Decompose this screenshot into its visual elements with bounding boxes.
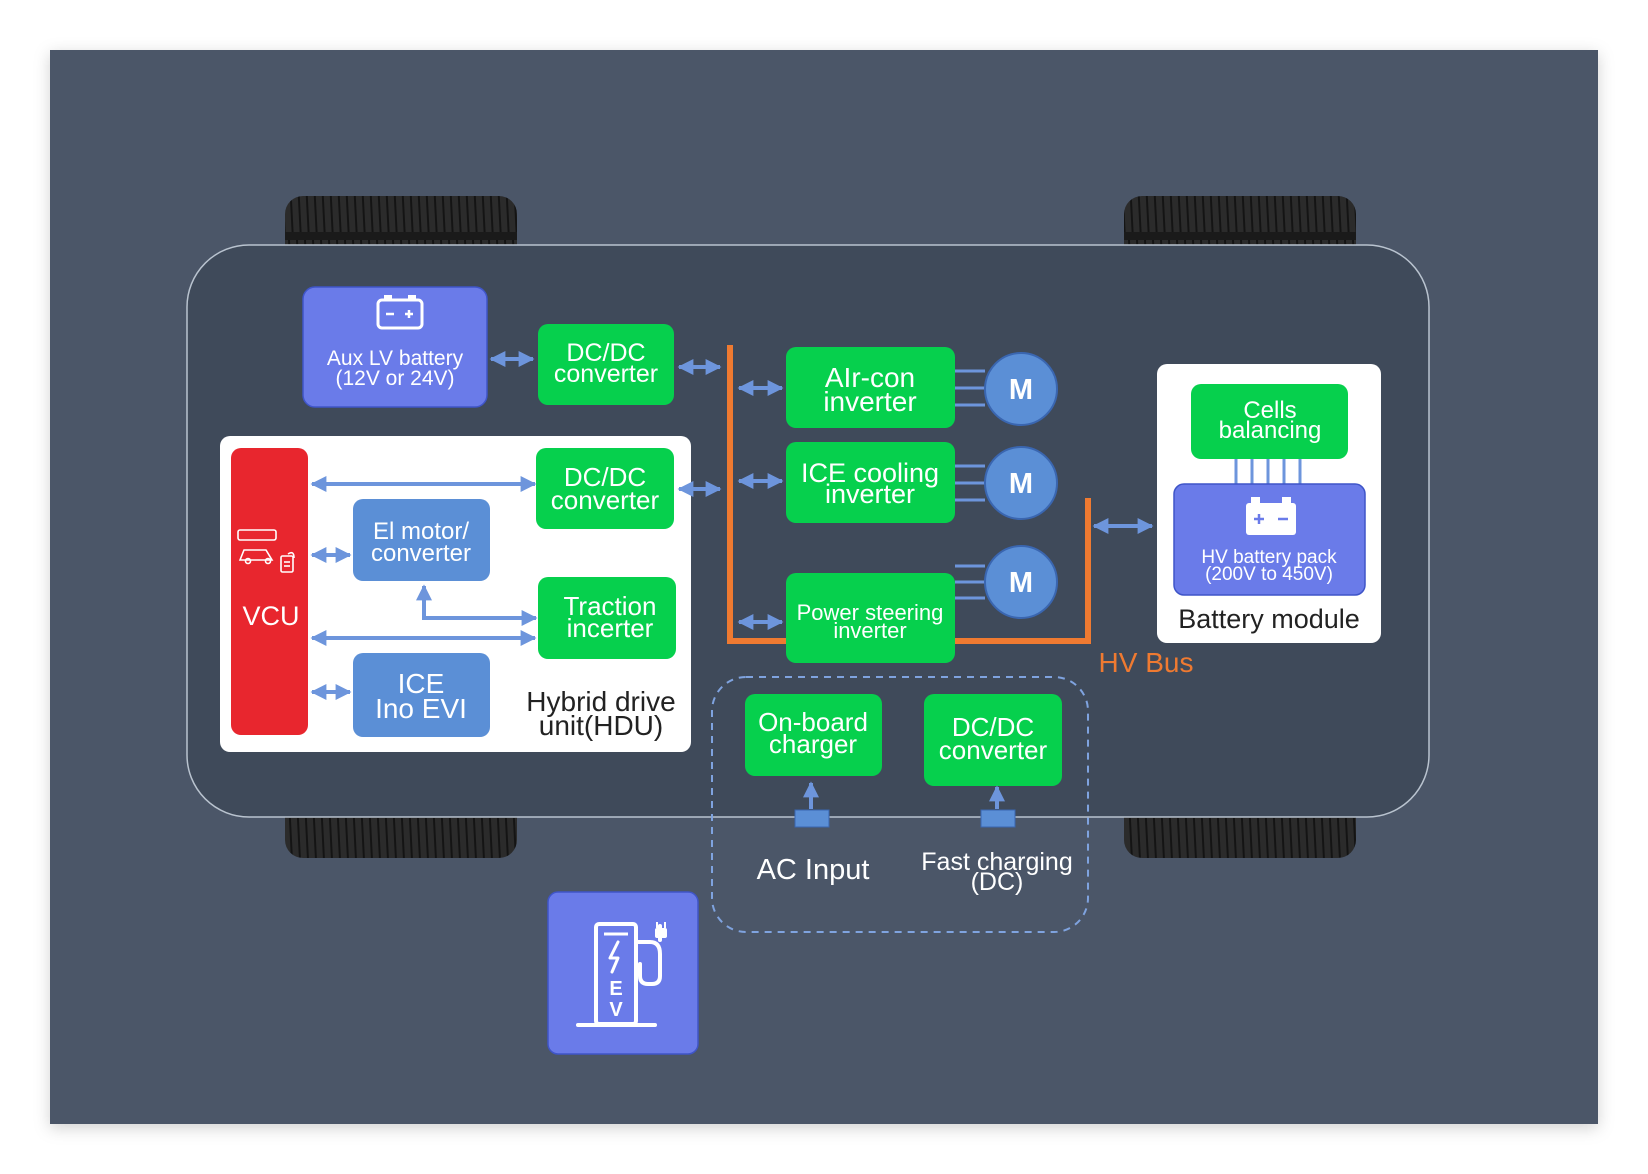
dcdc-converter-top: DC/DC converter [538,324,674,405]
el-motor-line1: El motor/ [373,518,469,545]
pack-line1: HV battery pack [1201,547,1337,568]
battery-module-panel: Cells balancing HV battery pack (200V to… [1157,364,1381,643]
el-motor-line2: converter [371,540,471,567]
steering-line2: inverter [833,618,906,643]
vehicle-control-icon [237,529,295,573]
motor-steering-label: M [1009,567,1033,599]
cells-line1: Cells [1243,397,1296,424]
dcdc-top-label-line2: converter [554,360,658,388]
fast-charging-line1: Fast charging [921,848,1072,876]
cell-balancing-wires [1234,459,1302,484]
battery-icon [1246,497,1296,535]
traction-inverter: Traction incerter [538,577,676,659]
cells-line2: balancing [1219,417,1322,444]
motor-aircon-label: M [1009,374,1033,406]
cells-balancing: Cells balancing [1191,384,1348,459]
fast-charging-line2: (DC) [971,868,1024,896]
aux-battery-label-line2: (12V or 24V) [335,367,454,390]
ice-line2: Ino EVI [375,693,467,724]
charge-dcdc-line1: DC/DC [952,712,1034,742]
onboard-line1: On-board [758,707,868,737]
traction-line2: incerter [567,613,654,643]
ice-ino-evi: ICE Ino EVI [353,653,490,737]
hv-bus-label: HV Bus [1099,647,1194,678]
aircon-line1: AIr-con [825,362,915,393]
onboard-line2: charger [769,729,857,759]
vcu-block [231,448,308,735]
vcu-label: VCU [242,601,299,631]
aircon-inverter: AIr-con inverter [786,347,955,428]
hdu-dcdc-line1: DC/DC [564,462,646,492]
charging-dcdc-converter: DC/DC converter [924,694,1062,786]
ac-input-port [794,781,830,828]
motor-connectors [955,369,985,600]
ice-cooling-inverter: ICE cooling inverter [786,442,955,523]
ev-letter-v: V [609,999,623,1021]
hv-battery-pack: HV battery pack (200V to 450V) [1173,483,1366,596]
ac-input-label: AC Input [757,854,870,886]
aux-battery-label-line1: Aux LV battery [327,347,464,370]
dcdc-top-label-line1: DC/DC [566,339,645,367]
arrow-elmotor-traction [416,584,538,626]
ev-letter-e: E [609,978,622,1000]
power-steering-inverter: Power steering inverter [786,573,955,663]
hdu-connections [310,476,538,700]
hdu-dcdc-converter: DC/DC converter [536,448,674,529]
onboard-charger: On-board charger [745,694,882,776]
motor-icecool-label: M [1009,468,1033,500]
motor-aircon: M [984,352,1058,426]
icecool-line1: ICE cooling [801,458,939,488]
charging-section-outline [711,676,1089,933]
el-motor-converter: El motor/ converter [353,499,490,581]
aircon-line2: inverter [823,386,916,417]
aux-lv-battery-box: Aux LV battery (12V or 24V) [302,286,488,408]
system-connections [489,351,1154,630]
hdu-title-line2: unit(HDU) [539,710,663,741]
steering-line1: Power steering [797,600,944,625]
traction-line1: Traction [564,591,657,621]
battery-icon [376,295,424,330]
hdu-title-line1: Hybrid drive [526,686,675,717]
charge-dcdc-line2: converter [939,735,1048,765]
battery-module-title: Battery module [1178,604,1360,634]
fast-charging-port [980,785,1016,828]
ev-charging-station-icon: E V [547,891,699,1055]
motor-ice-cooling: M [984,446,1058,520]
icecool-line2: inverter [825,479,915,509]
motor-power-steering: M [984,545,1058,619]
pack-line2: (200V to 450V) [1205,564,1333,585]
ice-line1: ICE [398,668,445,699]
hdu-dcdc-line2: converter [551,485,660,515]
